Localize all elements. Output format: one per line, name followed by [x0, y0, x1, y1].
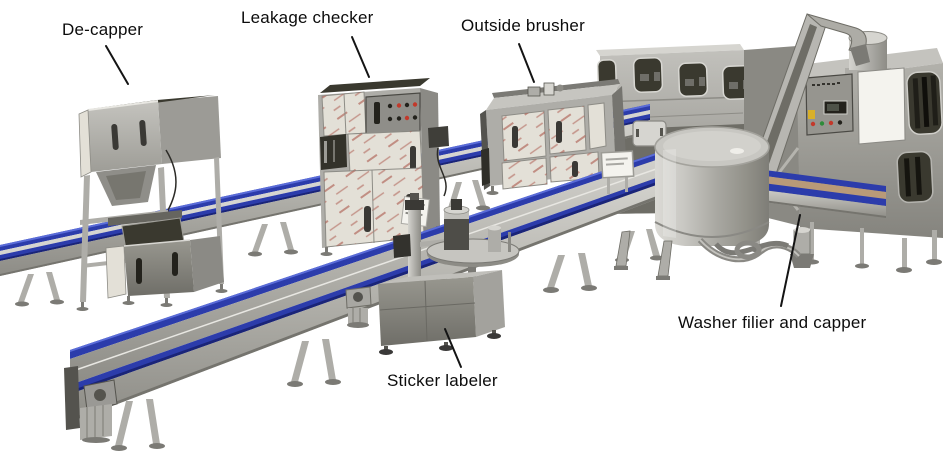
sticker-labeler-leader-line — [444, 328, 462, 368]
washer-top-edge — [596, 44, 744, 56]
washer-end-windows — [896, 70, 943, 204]
outside-brusher-leader-line — [518, 43, 535, 83]
tank-hoses — [697, 237, 802, 263]
panel-handle — [374, 102, 380, 124]
label-roll — [443, 199, 470, 250]
leakage-checker-label: Leakage checker — [241, 8, 374, 27]
sticker-labeler-machine — [345, 193, 520, 355]
info-sign — [600, 150, 635, 194]
de-capper-machine — [76, 95, 228, 311]
labeler-feet — [379, 330, 501, 355]
labeler-motor — [345, 286, 372, 328]
de-capper-leader-line — [105, 45, 129, 85]
leakage-control-panel — [365, 92, 421, 135]
leader-lines — [105, 36, 801, 368]
exit-conveyor — [740, 167, 886, 269]
front-conveyor-endcap — [64, 366, 80, 430]
washer-filler-capper-label: Washer filier and capper — [678, 313, 867, 332]
brusher-top-fittings — [527, 82, 564, 97]
de-capper-cable — [165, 149, 177, 215]
conveyor-sensor — [428, 126, 449, 197]
labeler-disc — [426, 238, 520, 264]
washer-windows — [596, 57, 753, 100]
outside-brusher-label: Outside brusher — [461, 16, 585, 35]
labeler-posts — [488, 225, 511, 252]
labeler-cabinet — [378, 277, 476, 346]
leakage-checker-machine — [318, 78, 444, 256]
water-tank — [614, 126, 802, 280]
sticker-labeler-label: Sticker labeler — [387, 371, 498, 390]
labeler-column — [408, 208, 421, 290]
washer-legs — [896, 230, 942, 273]
labeler-head — [393, 234, 411, 258]
panel-buttons — [810, 120, 843, 127]
tank-legs — [614, 230, 673, 280]
de-capper-label: De-capper — [62, 20, 144, 39]
outside-brusher-machine — [480, 79, 626, 195]
warning-sticker — [808, 110, 815, 119]
conveyor-motor — [80, 379, 118, 443]
washer-white-panel — [857, 67, 906, 145]
exit-pump — [790, 227, 814, 268]
washer-control-panel — [805, 73, 854, 136]
leakage-checker-leader-line — [351, 36, 370, 78]
leakage-buttons — [387, 102, 418, 122]
de-capper-feet — [76, 284, 228, 311]
washer-leader-line — [780, 214, 801, 307]
